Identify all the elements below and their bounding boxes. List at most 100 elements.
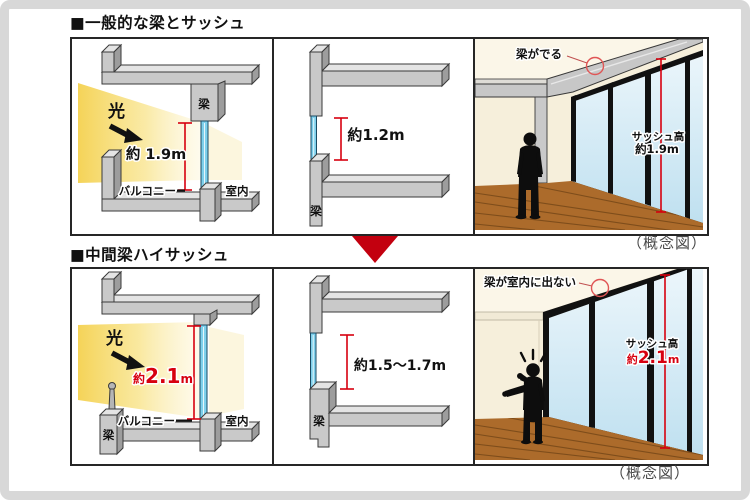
surprise-mark xyxy=(539,352,547,363)
slab-side-face xyxy=(441,173,450,199)
slab-side-face xyxy=(441,290,450,314)
beam-label: 梁 xyxy=(309,204,322,218)
slab-top-face xyxy=(327,405,451,414)
slab-top-face xyxy=(320,291,451,300)
left-beam-front-face xyxy=(475,83,548,98)
plank-line xyxy=(514,181,703,221)
sash-prefix: 約 xyxy=(627,352,638,366)
person-fist xyxy=(517,373,523,379)
sash-height-label: サッシュ高 xyxy=(632,130,685,143)
person-foot xyxy=(533,439,543,445)
window-mullion xyxy=(589,301,595,428)
slab-top-face xyxy=(320,63,451,72)
lower-structure: 梁 xyxy=(308,152,451,227)
slab-front-face xyxy=(321,181,443,198)
dimension-value: 約1.5〜1.7m xyxy=(354,357,446,374)
post-front-face xyxy=(309,282,323,334)
plank-line xyxy=(475,223,536,230)
floor-planks xyxy=(475,181,703,230)
plank-line xyxy=(475,212,626,230)
person-foot xyxy=(515,214,527,220)
slab-side-face xyxy=(251,420,260,443)
slab-front-face xyxy=(328,412,443,427)
sash-height-label: サッシュ高 xyxy=(626,337,679,350)
person-head xyxy=(526,363,540,377)
post-front-face xyxy=(101,156,115,200)
room-view-illustration: 梁がでる サッシュ高 約1.9m xyxy=(475,39,703,230)
slab-top-face xyxy=(100,294,261,303)
panel-bottom-room-view: 梁が室内に出ない サッシュ高 約2.1m xyxy=(473,267,709,466)
dim-prefix: 約 xyxy=(133,371,145,386)
panel-bottom-section-view: 梁 光 約2.1m バルコニー 室内 xyxy=(70,267,275,466)
person-torso xyxy=(518,145,542,177)
plank-line xyxy=(475,433,703,460)
section-bottom-title: ■中間梁ハイサッシュ xyxy=(70,246,229,264)
person-hand xyxy=(502,391,508,397)
triangle-shape xyxy=(352,236,398,263)
callout-leader-line xyxy=(578,282,593,287)
sash-view-illustration: 梁 約1.5〜1.7m xyxy=(308,274,451,448)
cornice-band xyxy=(475,311,544,321)
dim-unit: m xyxy=(180,372,193,386)
floor-edge-side-face xyxy=(214,411,222,453)
hanging-beam xyxy=(190,83,219,122)
upper-structure xyxy=(308,274,451,334)
person-arm xyxy=(538,382,545,402)
person-foot xyxy=(529,214,541,220)
mid-beam-front-face xyxy=(309,388,330,448)
floor-edge-front-face xyxy=(199,188,216,222)
post-front-face xyxy=(101,278,115,304)
person-foot xyxy=(521,439,531,445)
indoor-label: 室内 xyxy=(226,414,249,428)
floor-edge-front-face xyxy=(199,418,216,452)
lower-slab-structure xyxy=(100,148,261,223)
plank-line xyxy=(475,192,703,228)
beam-label: 梁 xyxy=(197,97,210,111)
sash-view-illustration: 梁 約1.2m xyxy=(308,43,451,227)
slab-front-face xyxy=(101,301,253,315)
slab-top-face xyxy=(100,64,261,73)
post-front-face xyxy=(309,51,323,117)
room-view-illustration: 梁が室内に出ない サッシュ高 約2.1m xyxy=(475,269,703,460)
wood-floor xyxy=(475,417,703,460)
indoor-label: 室内 xyxy=(226,184,249,198)
panel-top-section-view: 梁 光 約 1.9m xyxy=(70,37,275,236)
arrow-head xyxy=(126,355,145,370)
panel-top-sash-view: 梁 約1.2m xyxy=(272,37,476,236)
window-mullion xyxy=(687,269,692,453)
dim-value: 2.1 xyxy=(145,364,180,388)
slab-top-face xyxy=(320,174,451,183)
dimension-value: 約1.2m xyxy=(347,126,404,144)
plank-line xyxy=(475,453,531,460)
light-label: 光 xyxy=(107,101,125,122)
person-arm-extended xyxy=(505,385,525,397)
window-left-frame xyxy=(571,95,576,182)
window-left-frame xyxy=(543,312,549,419)
sash-height-value: 約1.9m xyxy=(635,142,679,156)
post-front-face xyxy=(101,51,115,74)
floor-edge-side-face xyxy=(214,181,222,223)
window-mullion xyxy=(685,55,690,219)
light-beam-passthrough xyxy=(208,125,242,180)
section-view-illustration: 梁 光 約2.1m バルコニー 室内 xyxy=(78,270,261,456)
slab-side-face xyxy=(251,63,260,86)
slab-side-face xyxy=(251,190,260,213)
handrail-knob xyxy=(108,382,116,390)
beam-label: 梁 xyxy=(102,428,115,442)
callout-leader-line xyxy=(566,55,588,64)
person-silhouette xyxy=(502,348,547,445)
window-mullion xyxy=(645,69,651,206)
beam-highlight-circle xyxy=(590,278,610,298)
beam-side-face xyxy=(217,80,226,123)
window-top-frame xyxy=(571,50,703,101)
light-beam xyxy=(78,83,201,183)
person-arm xyxy=(536,151,543,175)
balcony-label: バルコニー xyxy=(119,184,176,198)
ceiling xyxy=(475,269,675,312)
handrail-post xyxy=(108,388,116,410)
light-arrow-icon xyxy=(110,350,145,370)
plank-line xyxy=(475,424,703,460)
section-view-illustration: 梁 光 約 1.9m xyxy=(78,43,261,223)
caption-bottom: （概念図） xyxy=(609,464,690,482)
